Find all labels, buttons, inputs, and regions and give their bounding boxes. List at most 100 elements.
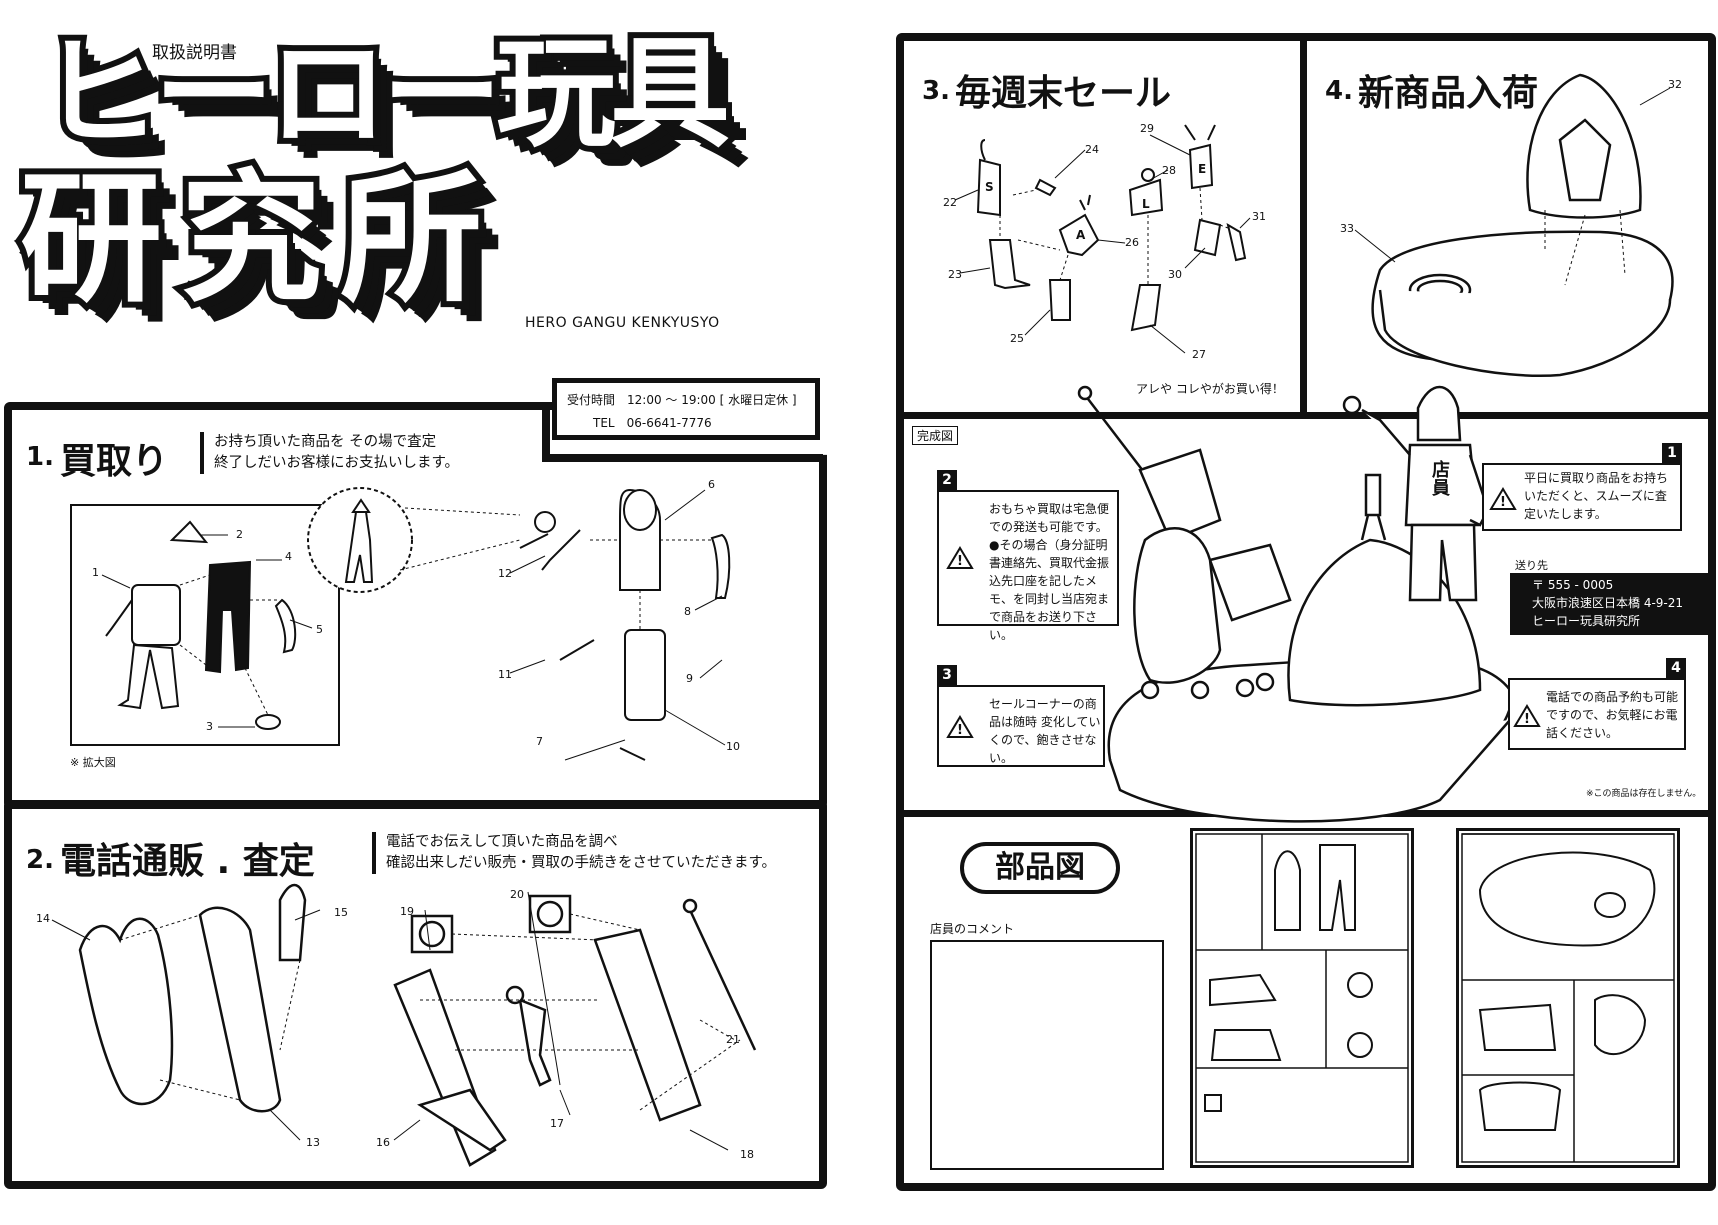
section3-caption: アレや コレやがお買い得！ [1136, 382, 1284, 396]
section2-number: 2. [26, 845, 54, 875]
enlarged-caption: ※ 拡大図 [70, 756, 116, 769]
svg-text:!: ! [957, 554, 963, 569]
ship-address-box: 〒 555 - 0005 大阪市浪速区日本橋 4-9-21 ヒーロー玩具研究所 [1510, 573, 1708, 635]
complete-label: 完成図 [912, 426, 959, 445]
comment-box [930, 940, 1164, 1170]
warning-icon: ! [946, 546, 974, 569]
sale-letter-l: L [1142, 197, 1150, 211]
part-number-5: 5 [316, 623, 323, 636]
ship-address: 大阪市浪速区日本橋 4-9-21 [1532, 596, 1684, 610]
hours-box: 受付時間 12:00 ～ 19:00 [ 水曜日定休 ] TEL 06-6641… [552, 378, 820, 440]
part-number-26: 26 [1125, 236, 1139, 249]
part-number-14: 14 [36, 912, 50, 925]
part-number-17: 17 [550, 1117, 564, 1130]
section4-number: 4. [1325, 76, 1353, 106]
section1-description: お持ち頂いた商品を その場で査定 終了しだいお客様にお支払いします。 [200, 432, 459, 474]
part-number-12: 12 [498, 567, 512, 580]
part-number-20: 20 [510, 888, 524, 901]
part-number-19: 19 [400, 905, 414, 918]
section2-title: 電話通販 . 査定 [60, 841, 315, 882]
comment-label: 店員のコメント [930, 922, 1015, 936]
svg-text:!: ! [1500, 495, 1506, 510]
part-number-23: 23 [948, 268, 962, 281]
part-number-8: 8 [684, 605, 691, 618]
part-number-15: 15 [334, 906, 348, 919]
part-number-30: 30 [1168, 268, 1182, 281]
note-4-text: 電話での商品予約も可能ですので、お気軽にお電話ください。 [1546, 690, 1679, 740]
section2-description: 電話でお伝えして頂いた商品を調べ 確認出来しだい販売・買取の手続きをさせていただ… [372, 832, 776, 874]
part-number-25: 25 [1010, 332, 1024, 345]
part-number-7: 7 [536, 735, 543, 748]
note-1-box: 1 ! 平日に買取り商品をお持ちいただくと、スムーズに査定いたします。 [1482, 443, 1682, 531]
part-number-29: 29 [1140, 122, 1154, 135]
svg-text:!: ! [957, 723, 963, 738]
part-number-28: 28 [1162, 164, 1176, 177]
warning-icon: ! [1489, 487, 1517, 510]
section2-desc-line1: 電話でお伝えして頂いた商品を調べ [386, 834, 618, 850]
note-1-badge: 1 [1662, 443, 1682, 463]
ship-label: 送り先 [1515, 559, 1548, 572]
title-romaji: HERO GANGU KENKYUSYO [525, 315, 720, 331]
part-number-22: 22 [943, 196, 957, 209]
ship-recipient: ヒーロー玩具研究所 [1532, 614, 1641, 628]
section1-desc-line2: 終了しだいお客様にお支払いします。 [214, 455, 460, 471]
part-number-33: 33 [1340, 222, 1354, 235]
part-number-31: 31 [1252, 210, 1266, 223]
part-number-10: 10 [726, 740, 740, 753]
section1-desc-line1: お持ち頂いた商品を その場で査定 [214, 434, 437, 450]
clerk-shirt-text: 店員 [1429, 460, 1450, 496]
tel-text: TEL 06-6641-7776 [593, 416, 712, 430]
section3-title: 毎週末セール [955, 73, 1172, 114]
divider-horizontal-top [900, 412, 1712, 419]
part-number-27: 27 [1192, 348, 1206, 361]
ship-postal: 〒 555 - 0005 [1532, 578, 1614, 592]
note-2-text: おもちゃ買取は宅急便での発送も可能です。●その場合（身分証明書連絡先、買取代金振… [989, 502, 1110, 642]
part-number-32: 32 [1668, 78, 1682, 91]
part-number-9: 9 [686, 672, 693, 685]
doc-label: 取扱説明書 [152, 43, 237, 63]
parts-sprue-2 [1456, 828, 1680, 1168]
part-number-2: 2 [236, 528, 243, 541]
note-4-box: 4 ! 電話での商品予約も可能ですので、お気軽にお電話ください。 [1508, 658, 1686, 750]
part-number-3: 3 [206, 720, 213, 733]
sale-letter-e: E [1198, 162, 1207, 176]
note-3-text: セールコーナーの商品は随時 変化していくので、飽きさせない。 [989, 697, 1101, 765]
part-number-11: 11 [498, 668, 512, 681]
note-1-text: 平日に買取り商品をお持ちいただくと、スムーズに査定いたします。 [1524, 471, 1669, 521]
part-number-4: 4 [285, 550, 292, 563]
part-number-6: 6 [708, 478, 715, 491]
parts-title: 部品図 [960, 842, 1120, 894]
section1-title: 買取り [60, 441, 169, 482]
right-panel-frame [896, 33, 1716, 1191]
section3-number: 3. [922, 76, 950, 106]
part-number-13: 13 [306, 1136, 320, 1149]
note-3-badge: 3 [937, 665, 957, 685]
note-3-box: 3 ! セールコーナーの商品は随時 変化していくので、飽きさせない。 [937, 665, 1105, 767]
part-number-18: 18 [740, 1148, 754, 1161]
note-2-box: 2 ! おもちゃ買取は宅急便での発送も可能です。●その場合（身分証明書連絡先、買… [937, 470, 1119, 642]
svg-text:!: ! [1524, 712, 1530, 727]
disclaimer: ※この商品は存在しません。 [1586, 789, 1702, 799]
warning-icon: ! [1513, 704, 1541, 727]
warning-icon: ! [946, 715, 974, 738]
main-title-line1: ヒーロー玩具 [34, 24, 736, 166]
section1-number: 1. [26, 442, 54, 472]
divider-vertical-top [1300, 40, 1307, 415]
section4-title: 新商品入荷 [1358, 73, 1539, 114]
part-number-1: 1 [92, 566, 99, 579]
main-title-line2: 研究所 [14, 154, 500, 326]
parts-sprue-1 [1190, 828, 1414, 1168]
section2-desc-line2: 確認出来しだい販売・買取の手続きをさせていただきます。 [386, 855, 777, 871]
note-4-badge: 4 [1666, 658, 1686, 678]
sale-letter-a: A [1076, 228, 1086, 242]
sale-letter-s: S [985, 180, 994, 194]
part-number-21: 21 [726, 1033, 740, 1046]
note-2-badge: 2 [937, 470, 957, 490]
hours-text: 受付時間 12:00 ～ 19:00 [ 水曜日定休 ] [567, 393, 797, 407]
